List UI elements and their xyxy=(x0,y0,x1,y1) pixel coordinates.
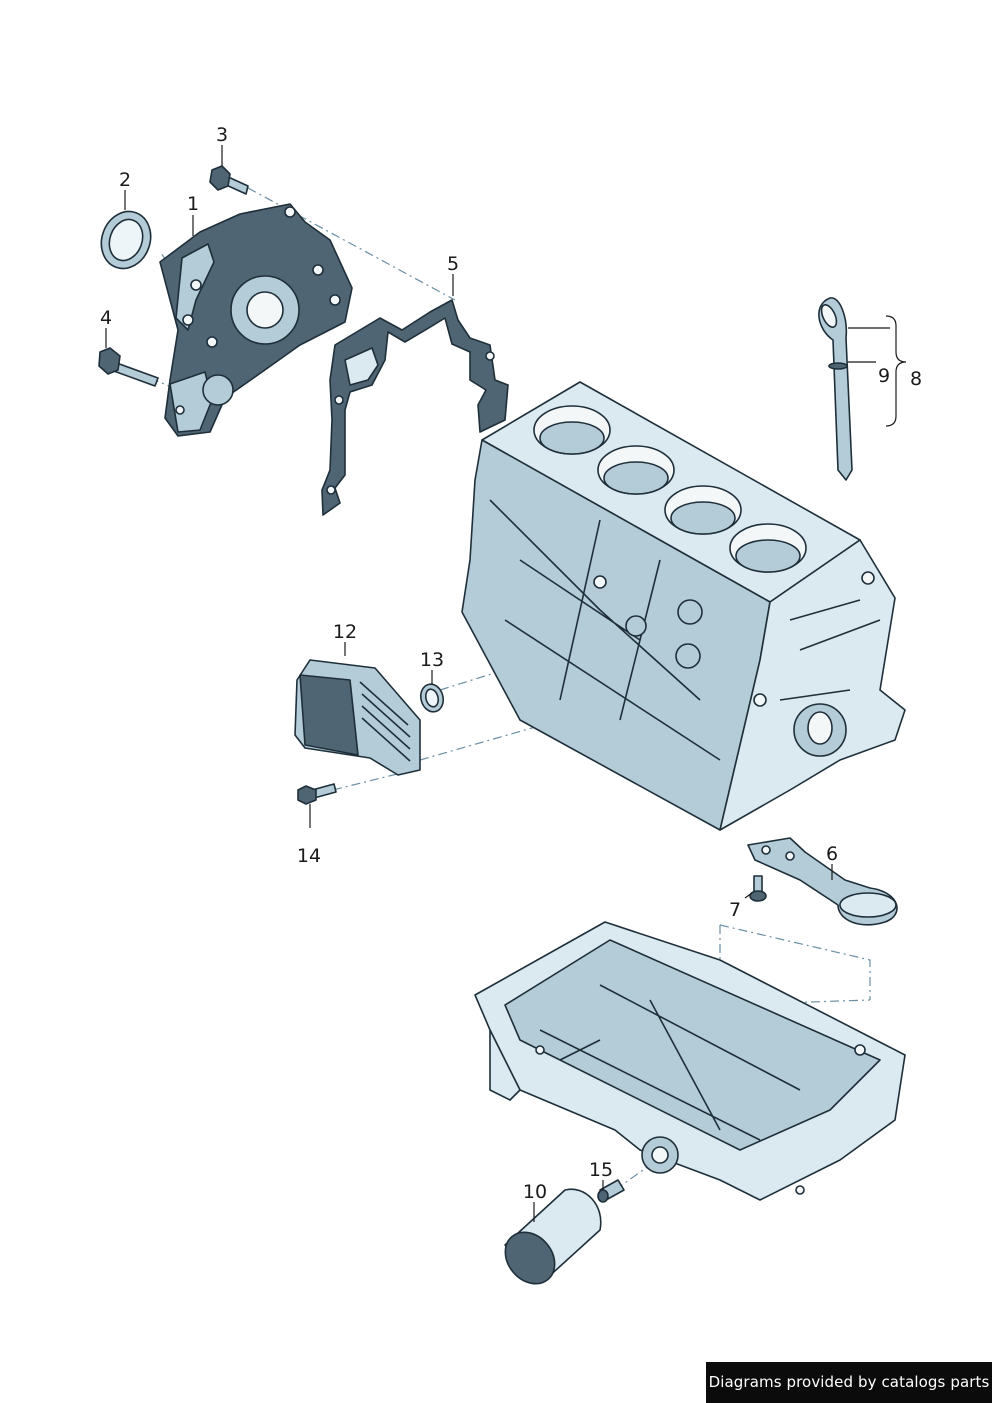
callout-6: 6 xyxy=(826,843,838,865)
bolt-part-14[interactable] xyxy=(297,783,337,805)
callout-8: 8 xyxy=(910,368,922,390)
oil-filter-part[interactable] xyxy=(495,1188,602,1293)
oil-pan-part[interactable] xyxy=(474,921,906,1201)
oil-cooler-part[interactable] xyxy=(294,659,421,776)
cover-gasket-part[interactable] xyxy=(321,299,509,516)
dipstick-assembly-part[interactable] xyxy=(818,297,853,481)
credit-banner: Diagrams provided by catalogs parts xyxy=(706,1362,992,1403)
cylinder-block-part[interactable] xyxy=(461,381,906,831)
callout-9: 9 xyxy=(878,365,890,387)
seal-ring-part[interactable] xyxy=(94,205,159,276)
callout-13: 13 xyxy=(420,649,444,671)
screw-part-7[interactable] xyxy=(749,875,767,902)
callout-10: 10 xyxy=(523,1181,547,1203)
callout-3: 3 xyxy=(216,124,228,146)
bolt-part-3[interactable] xyxy=(209,165,249,195)
oil-pickup-part[interactable] xyxy=(747,837,898,926)
callout-labels: 1 2 3 4 5 6 7 8 9 10 12 13 14 15 xyxy=(100,124,922,1203)
callout-2: 2 xyxy=(119,169,131,191)
callout-12: 12 xyxy=(333,621,357,643)
o-ring-part[interactable] xyxy=(418,682,446,715)
callout-5: 5 xyxy=(447,253,459,275)
callout-15: 15 xyxy=(589,1159,613,1181)
callout-4: 4 xyxy=(100,307,112,329)
oil-pump-housing-part[interactable] xyxy=(159,203,353,437)
callout-1: 1 xyxy=(187,193,199,215)
leader-lines xyxy=(105,145,907,1222)
callout-7: 7 xyxy=(729,899,741,921)
drain-plug-part[interactable] xyxy=(597,1179,625,1203)
bolt-part-4[interactable] xyxy=(98,347,159,387)
callout-14: 14 xyxy=(297,845,321,867)
